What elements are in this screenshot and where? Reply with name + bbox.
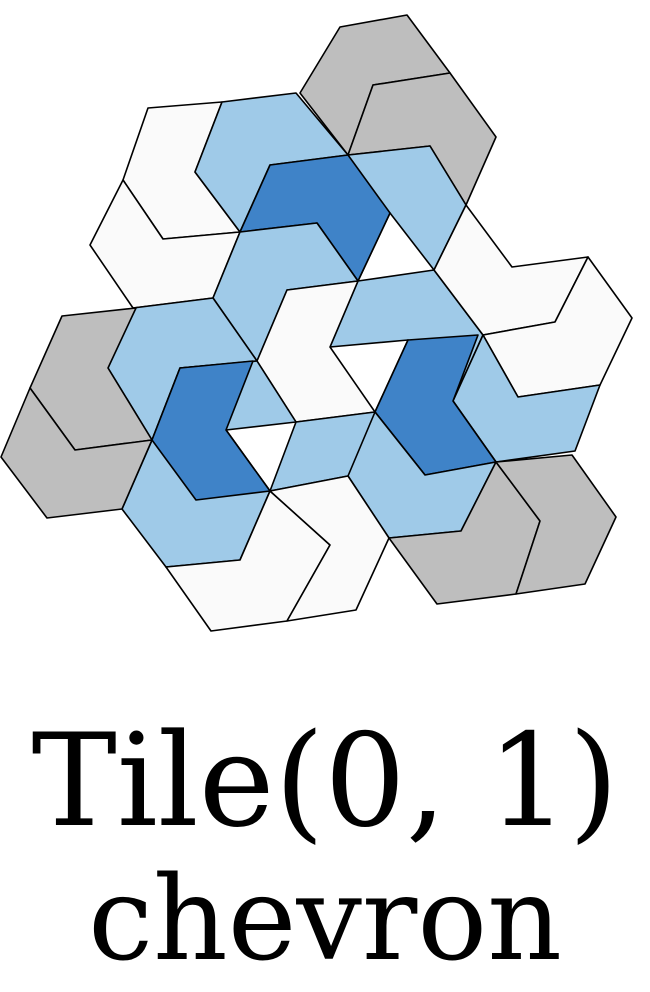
chevron-tile-gray <box>0 387 153 519</box>
caption-subtitle: chevron <box>88 852 562 987</box>
chevron-tile-white <box>269 475 390 622</box>
caption-title: Tile(0, 1) <box>31 707 619 856</box>
chevron-tiling <box>0 14 633 632</box>
chevron-tile-gray <box>495 454 617 595</box>
tiles-group <box>0 14 633 632</box>
chevron-tile-dark-blue <box>151 360 271 501</box>
